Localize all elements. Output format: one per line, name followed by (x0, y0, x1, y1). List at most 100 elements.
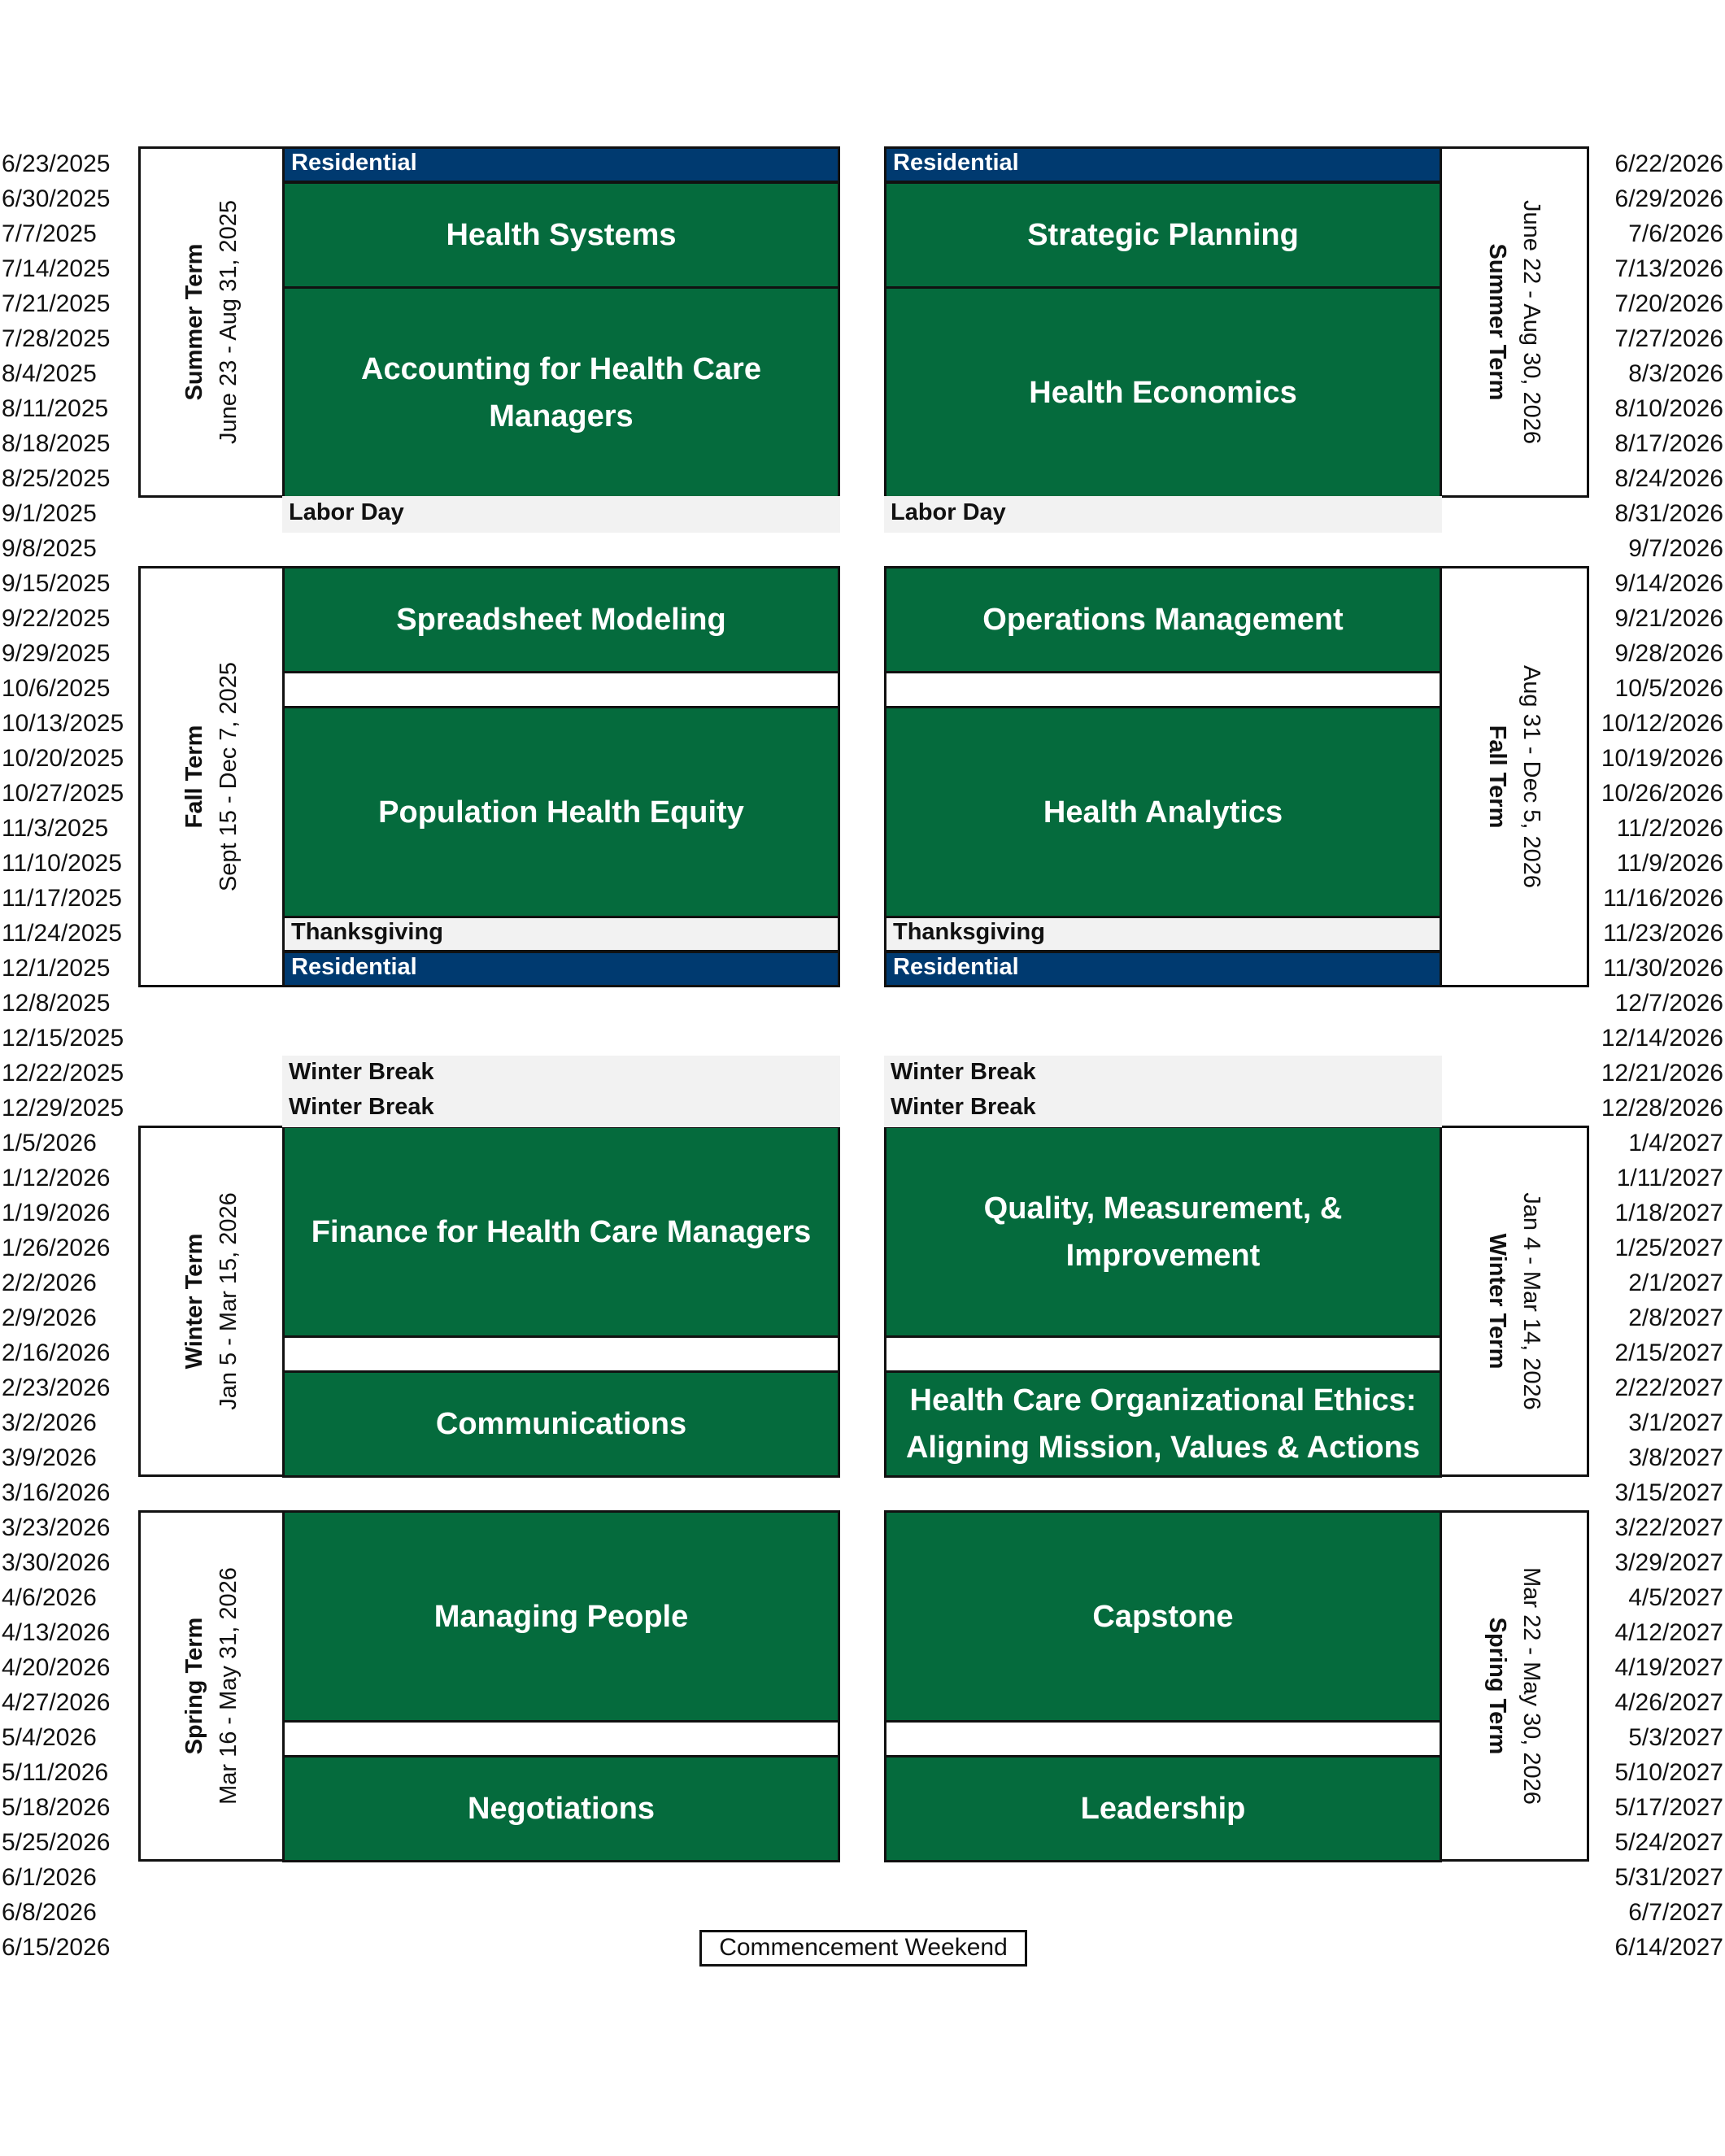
year1-week-date: 12/29/2025 (2, 1095, 124, 1122)
course-title: Health Care Organizational Ethics:Aligni… (906, 1377, 1420, 1471)
year1-week-date: 7/7/2025 (2, 220, 97, 247)
year2-course-block: Strategic Planning (884, 181, 1442, 289)
year2-week-date: 12/7/2026 (1614, 990, 1723, 1017)
year1-course-block: Managing People (282, 1510, 840, 1723)
term-name: Summer Term (1484, 243, 1510, 401)
year2-week-date: 7/20/2026 (1614, 290, 1723, 317)
year2-week-date: 6/29/2026 (1614, 185, 1723, 212)
year2-week-date: 9/14/2026 (1614, 570, 1723, 597)
year2-term-label: Mar 22 - May 30, 2026 Spring Term (1480, 1567, 1549, 1805)
year1-week-date: 2/23/2026 (2, 1374, 111, 1401)
year1-week-date: 1/12/2026 (2, 1165, 111, 1191)
year2-week-date: 11/9/2026 (1616, 850, 1723, 877)
course-title: Operations Management (982, 596, 1343, 643)
year1-thanksgiving-band: Thanksgiving (282, 916, 840, 952)
year1-course-block: Negotiations (282, 1755, 840, 1862)
course-title: Population Health Equity (378, 789, 744, 836)
year2-week-date: 6/14/2027 (1614, 1934, 1723, 1961)
course-title-line: Negotiations (467, 1792, 656, 1826)
year1-week-date: 2/9/2026 (2, 1304, 97, 1331)
year1-term-box (138, 146, 285, 498)
year2-course-block: Quality, Measurement, &Improvement (884, 1126, 1442, 1338)
year2-week-date: 1/4/2027 (1628, 1130, 1723, 1156)
course-title: Managing People (434, 1593, 688, 1640)
year2-residential-band: Residential (884, 951, 1442, 987)
year2-week-date: 1/18/2027 (1614, 1200, 1723, 1226)
year1-week-date: 3/9/2026 (2, 1444, 97, 1471)
course-title-line: Improvement (1065, 1238, 1261, 1273)
year1-winter-break-band: Winter Break (282, 1091, 840, 1127)
year2-week-date: 10/5/2026 (1614, 675, 1723, 702)
year2-gap-row (884, 1720, 1442, 1757)
year2-week-date: 3/29/2027 (1614, 1549, 1723, 1576)
term-name: Spring Term (1484, 1617, 1510, 1755)
year2-week-date: 8/3/2026 (1628, 360, 1723, 387)
year1-week-date: 1/19/2026 (2, 1200, 111, 1226)
year2-week-date: 11/23/2026 (1603, 920, 1723, 947)
year2-week-date: 6/22/2026 (1614, 150, 1723, 177)
year1-week-date: 4/20/2026 (2, 1654, 111, 1681)
course-title: Health Economics (1029, 369, 1296, 416)
year1-week-date: 9/22/2025 (2, 605, 111, 632)
year1-course-block: Finance for Health Care Managers (282, 1126, 840, 1338)
term-name: Fall Term (181, 725, 207, 829)
year2-week-date: 10/12/2026 (1601, 710, 1723, 737)
year2-week-date: 9/21/2026 (1614, 605, 1723, 632)
year2-course-block: Leadership (884, 1755, 1442, 1862)
term-name: Summer Term (181, 243, 207, 401)
year1-gap-row (282, 1335, 840, 1373)
course-title-line: Spreadsheet Modeling (396, 603, 726, 637)
year1-week-date: 6/30/2025 (2, 185, 111, 212)
year2-week-date: 10/19/2026 (1601, 745, 1723, 772)
course-title: Negotiations (468, 1785, 655, 1832)
year2-week-date: 11/30/2026 (1603, 955, 1723, 982)
year1-week-date: 11/17/2025 (2, 885, 122, 912)
year1-week-date: 8/4/2025 (2, 360, 97, 387)
year1-week-date: 5/18/2026 (2, 1794, 111, 1821)
year1-winter-break-band: Winter Break (282, 1056, 840, 1092)
year2-week-date: 4/5/2027 (1628, 1584, 1723, 1611)
term-date-range: Aug 31 - Dec 5, 2026 (1518, 664, 1544, 889)
term-name: Winter Term (181, 1233, 207, 1370)
year1-week-date: 7/14/2025 (2, 255, 111, 282)
course-title: Leadership (1081, 1785, 1246, 1832)
year1-week-date: 5/11/2026 (2, 1759, 109, 1786)
year1-labor-day-band: Labor Day (282, 496, 840, 533)
year2-week-date: 12/14/2026 (1601, 1025, 1723, 1052)
year2-term-box (1440, 1126, 1589, 1477)
year1-week-date: 4/27/2026 (2, 1689, 111, 1716)
year2-week-date: 3/1/2027 (1628, 1409, 1723, 1436)
year1-week-date: 12/15/2025 (2, 1025, 124, 1052)
year1-week-date: 4/6/2026 (2, 1584, 97, 1611)
course-title-line: Health Care Organizational Ethics: (909, 1383, 1417, 1418)
term-name: Spring Term (181, 1617, 207, 1755)
year1-week-date: 3/30/2026 (2, 1549, 111, 1576)
year2-week-date: 10/26/2026 (1601, 780, 1723, 807)
year2-week-date: 8/31/2026 (1614, 500, 1723, 527)
year1-week-date: 11/10/2025 (2, 850, 122, 877)
year1-week-date: 10/27/2025 (2, 780, 124, 807)
year2-week-date: 1/11/2027 (1616, 1165, 1723, 1191)
year2-winter-break-band: Winter Break (884, 1091, 1442, 1127)
course-title: Spreadsheet Modeling (396, 596, 725, 643)
year1-term-box (138, 1510, 285, 1862)
year1-week-date: 8/11/2025 (2, 395, 109, 422)
year1-week-date: 6/23/2025 (2, 150, 111, 177)
year1-week-date: 9/8/2025 (2, 535, 97, 562)
year1-course-block: Communications (282, 1370, 840, 1478)
year1-week-date: 5/25/2026 (2, 1829, 111, 1856)
year2-week-date: 3/15/2027 (1614, 1479, 1723, 1506)
year1-week-date: 2/2/2026 (2, 1270, 97, 1296)
year2-term-box (1440, 1510, 1589, 1862)
year2-week-date: 4/26/2027 (1614, 1689, 1723, 1716)
year1-week-date: 1/5/2026 (2, 1130, 97, 1156)
year2-term-box (1440, 146, 1589, 498)
term-date-range: June 22 - Aug 30, 2026 (1518, 200, 1544, 444)
term-date-range: Mar 22 - May 30, 2026 (1518, 1567, 1544, 1805)
year1-gap-row (282, 1720, 840, 1757)
year1-term-box (138, 566, 285, 987)
